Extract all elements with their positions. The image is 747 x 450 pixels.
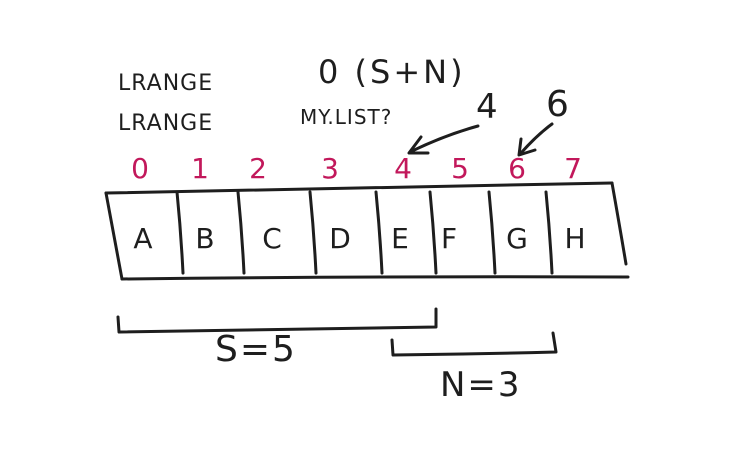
array-top-edge	[104, 181, 614, 195]
array-cell-value: D	[329, 222, 351, 255]
s-bracket	[116, 307, 438, 334]
index-label: 0	[131, 152, 149, 185]
index-label: 3	[321, 152, 339, 185]
command-2-keyword: LRANGE	[118, 111, 213, 136]
command-1-keyword: LRANGE	[118, 71, 213, 96]
command-2-value-4: 4	[476, 87, 498, 127]
cell-divider	[428, 190, 438, 275]
array-left-edge	[104, 191, 124, 281]
cell-divider	[487, 190, 497, 275]
cell-divider	[374, 190, 384, 275]
cell-divider	[175, 190, 185, 275]
array-cell-value: F	[441, 222, 457, 255]
cell-divider	[544, 190, 554, 275]
command-2-args: MY.LIST?	[300, 105, 392, 129]
array-cell-value: C	[262, 222, 282, 255]
arrow-to-index-6	[519, 122, 554, 155]
array-cell-value: E	[391, 222, 409, 255]
command-2-value-6: 6	[546, 84, 569, 125]
cell-divider	[308, 190, 318, 275]
index-label: 2	[249, 152, 267, 185]
array-cell-value: A	[133, 222, 152, 255]
arrowhead-index-4	[407, 135, 430, 155]
s-label: S=5	[215, 329, 297, 370]
array-cell-value: H	[564, 222, 585, 255]
index-label: 4	[394, 152, 412, 185]
array-right-edge	[610, 181, 628, 266]
array-cell-value: B	[195, 222, 214, 255]
command-1-args: 0 (S+N)	[318, 53, 466, 91]
arrow-to-index-4	[408, 124, 480, 154]
index-label: 5	[451, 152, 469, 185]
index-label: 6	[508, 152, 526, 185]
array-cell-dividers	[175, 190, 554, 275]
n-label: N=3	[440, 365, 522, 405]
cell-divider	[236, 190, 246, 275]
index-label: 7	[564, 152, 582, 185]
arrowhead-index-6	[517, 137, 537, 157]
array-bottom-edge	[120, 275, 630, 281]
index-row: 0 1 2 3 4 5 6 7	[131, 152, 582, 185]
array-cell-value: G	[506, 222, 528, 255]
n-bracket	[390, 331, 558, 357]
index-label: 1	[191, 152, 209, 185]
